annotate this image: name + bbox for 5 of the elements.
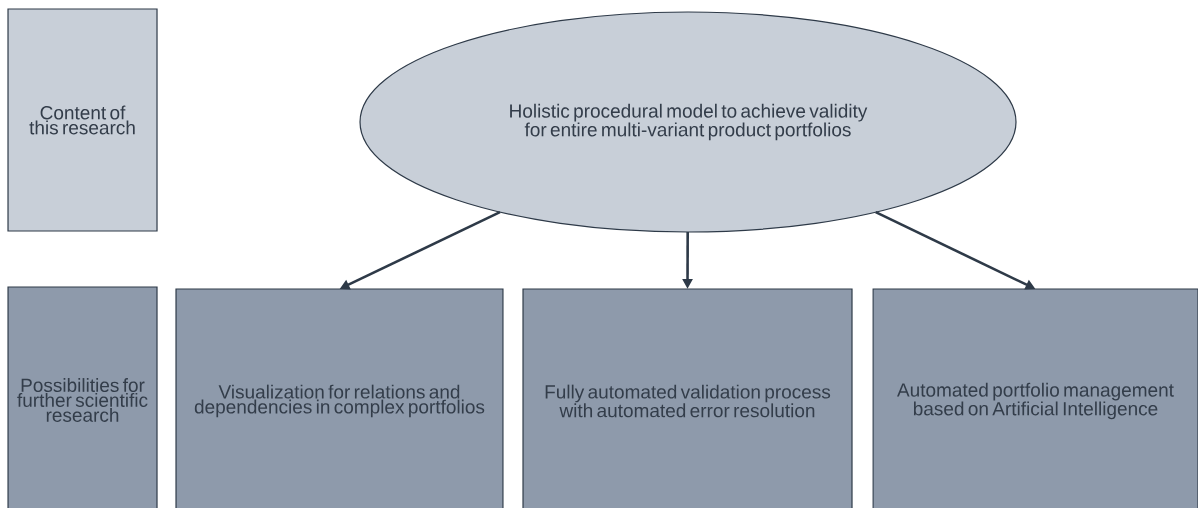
category-box: Content of this research bbox=[7, 8, 158, 232]
research-box: Automated portfolio management based on Artificial Intelligence bbox=[872, 288, 1198, 508]
category-box: Possibilities for further scientific research bbox=[7, 286, 158, 508]
research-box: Fully automated validation process with automated error resolution bbox=[522, 288, 853, 508]
research-box: Visualization for relations and dependencies in complex portfolios bbox=[175, 288, 504, 508]
